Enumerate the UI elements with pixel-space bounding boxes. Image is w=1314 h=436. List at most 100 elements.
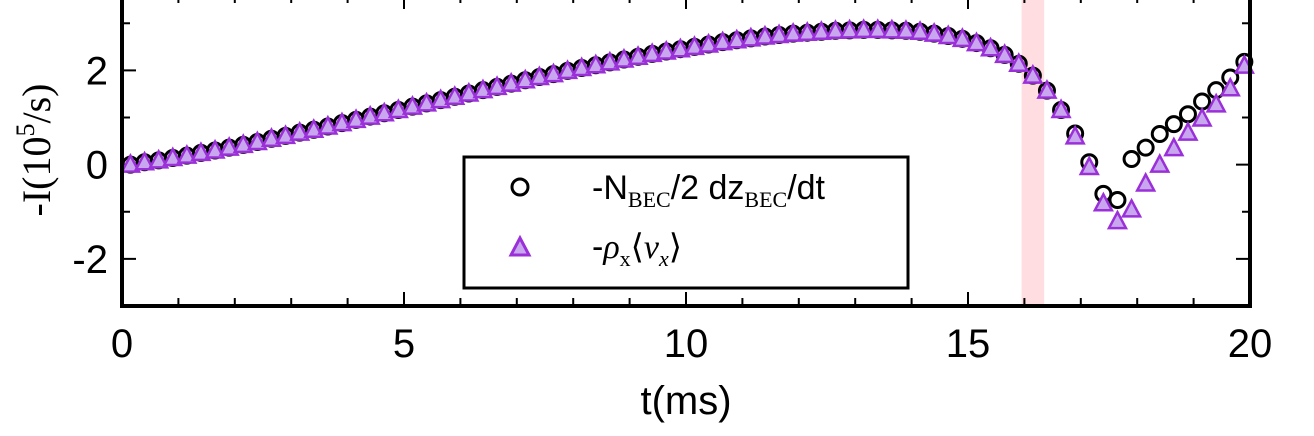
- data-point-triangle: [542, 62, 565, 83]
- y-axis-title-tail: /s): [14, 84, 59, 124]
- legend2-part-b: ⟨: [631, 229, 644, 266]
- data-point-triangle: [1177, 120, 1199, 141]
- data-point-triangle: [1205, 92, 1227, 113]
- data-point-triangle: [1036, 78, 1058, 99]
- data-point-triangle: [585, 53, 607, 74]
- data-point-triangle: [1135, 171, 1157, 192]
- data-point-circle: [1193, 92, 1212, 111]
- data-point-triangle: [951, 27, 973, 48]
- data-point-triangle: [458, 81, 480, 102]
- data-point-triangle: [556, 59, 579, 80]
- data-point-triangle: [345, 108, 367, 129]
- data-point-triangle: [303, 118, 325, 139]
- legend: -NBEC/2 dzBEC/dt -ρx⟨vx⟩: [462, 155, 910, 290]
- data-point-triangle: [1149, 152, 1171, 173]
- y-axis-title: -I(105/s): [11, 84, 59, 217]
- data-point-triangle: [937, 24, 959, 45]
- data-point-triangle: [246, 130, 268, 151]
- data-point-triangle: [853, 18, 875, 39]
- data-point-triangle: [1120, 197, 1143, 218]
- legend1-part-b: /2 dz: [671, 169, 745, 207]
- data-point-triangle: [965, 31, 988, 52]
- data-point-triangle: [204, 138, 226, 159]
- data-point-triangle: [1008, 52, 1030, 73]
- legend-marker-triangle: [508, 234, 532, 257]
- data-point-circle: [1122, 149, 1141, 168]
- data-point-triangle: [1106, 209, 1129, 230]
- x-tick-label: 20: [1228, 322, 1273, 366]
- data-point-triangle: [895, 19, 917, 40]
- data-point-triangle: [274, 124, 297, 145]
- data-point-triangle: [613, 47, 635, 68]
- data-point-triangle: [162, 146, 184, 167]
- data-point-triangle: [810, 20, 832, 41]
- legend1-part-c: /dt: [787, 169, 825, 207]
- legend2-v-sub: x: [658, 246, 669, 271]
- legend-box: [462, 155, 910, 290]
- y-tick-label: -2: [72, 238, 108, 282]
- data-point-triangle: [317, 114, 339, 135]
- data-point-circle: [1136, 138, 1155, 157]
- data-point-triangle: [176, 144, 198, 164]
- data-point-triangle: [768, 23, 790, 44]
- data-point-triangle: [444, 85, 466, 106]
- y-axis-title-base: -I(10: [14, 137, 59, 217]
- data-point-triangle: [289, 120, 311, 141]
- data-point-triangle: [599, 50, 621, 71]
- data-point-triangle: [641, 42, 663, 63]
- data-point-triangle: [697, 32, 720, 53]
- legend1-part-a: -N: [592, 169, 628, 207]
- data-point-triangle: [683, 35, 706, 56]
- data-point-triangle: [909, 20, 931, 41]
- data-point-triangle: [782, 21, 804, 42]
- plot-frame: [120, 0, 1252, 308]
- data-point-triangle: [232, 133, 254, 154]
- legend2-part-c: ⟩: [669, 229, 682, 266]
- data-point-triangle: [1163, 136, 1185, 157]
- data-point-triangle: [923, 21, 945, 42]
- data-point-triangle: [260, 127, 283, 147]
- data-point-triangle: [1078, 155, 1100, 176]
- x-tick-label: 5: [393, 322, 415, 366]
- data-point-triangle: [359, 104, 381, 125]
- y-axis-title-exp: 5: [11, 124, 40, 137]
- highlight-band: [1021, 0, 1045, 306]
- data-point-triangle: [415, 91, 438, 112]
- data-point-triangle: [486, 75, 508, 96]
- data-point-triangle: [331, 111, 353, 132]
- y-tick-label: 2: [86, 49, 108, 93]
- data-point-triangle: [712, 30, 734, 51]
- legend1-sub-b: BEC: [744, 187, 787, 212]
- data-point-triangle: [867, 18, 889, 39]
- data-point-triangle: [514, 68, 536, 89]
- series-triangles: [119, 18, 1255, 230]
- legend1-sub-a: BEC: [628, 187, 671, 212]
- legend2-rho-sub: x: [620, 246, 631, 271]
- data-point-triangle: [472, 78, 494, 99]
- data-point-triangle: [218, 136, 240, 156]
- data-point-triangle: [994, 43, 1016, 64]
- data-point-triangle: [133, 150, 156, 171]
- data-point-triangle: [669, 37, 691, 58]
- data-point-triangle: [627, 45, 649, 65]
- x-tick-label: 15: [946, 322, 991, 366]
- highlight-band-layer: [1021, 0, 1045, 306]
- data-point-triangle: [119, 152, 142, 173]
- x-tick-label: 10: [664, 322, 709, 366]
- legend-label-series-1: -NBEC/2 dzBEC/dt: [592, 169, 826, 212]
- svg-text:-I(105/s): -I(105/s): [11, 84, 59, 217]
- data-point-triangle: [726, 28, 748, 49]
- data-point-triangle: [571, 56, 593, 77]
- legend2-part-a: -: [592, 228, 603, 266]
- data-point-triangle: [401, 95, 424, 115]
- data-point-circle: [1164, 115, 1183, 134]
- x-axis-title: t(ms): [640, 379, 731, 423]
- legend-marker-circle: [510, 177, 530, 197]
- data-point-triangle: [824, 19, 847, 40]
- data-point-triangle: [1191, 106, 1213, 127]
- data-point-triangle: [1219, 76, 1241, 97]
- data-point-triangle: [655, 39, 677, 60]
- data-point-triangle: [430, 88, 452, 109]
